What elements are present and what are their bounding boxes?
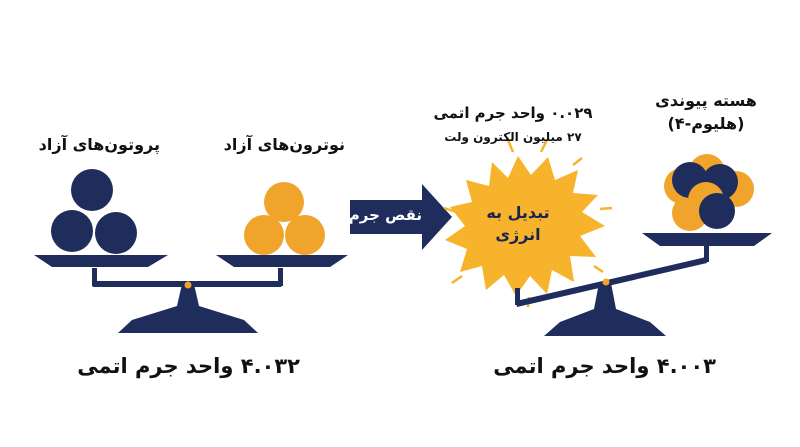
right-scale-base [544,283,666,336]
left-scale-pivot [184,281,192,289]
right-mass-value: ۴.۰۰۳ واحد جرم اتمی [493,354,716,378]
burst-shape [445,156,605,296]
burst-ray [599,206,613,211]
right-balance-scale [515,233,772,336]
left-scale-hanger-right [278,268,283,286]
neutron-ball [264,182,304,222]
proton-ball [71,169,113,211]
burst-text-line-1: تبدیل به [486,203,550,222]
nucleus-label-line-2: (هلیوم-۴) [667,114,745,133]
neutron-ball [244,215,284,255]
neutron-ball [285,215,325,255]
left-balance-scale [34,255,348,333]
energy-value: ۲۷ میلیون الکترون ولت [444,130,582,144]
left-scale-hanger-left [92,268,97,286]
left-mass-value: ۴.۰۳۲ واحد جرم اتمی [77,354,300,378]
left-scale-base [118,284,258,333]
burst-text-line-2: انرژی [495,225,541,244]
burst-ray [572,157,583,166]
mass-defect-arrow [350,184,452,250]
proton-ball [51,210,93,252]
burst-ray [593,264,604,274]
mass-defect-value: ۰.۰۲۹ واحد جرم اتمی [433,104,593,122]
burst-ray [443,206,457,214]
mass-defect-arrow-label: نقص جرم [348,206,422,224]
nucleon-proton [699,193,735,229]
burst-ray [506,139,515,153]
burst-ray [451,274,463,285]
right-scale-hanger-right [704,243,709,262]
right-scale-pivot [602,278,610,286]
energy-burst [443,139,613,308]
free-neutrons-label: نوترون‌های آزاد [223,135,345,154]
free-protons-label: پروتون‌های آزاد [38,135,160,154]
helium-nucleus [664,154,754,231]
right-pan-nucleus [642,233,772,246]
proton-ball [95,212,137,254]
left-pan-neutrons [216,255,348,267]
burst-ray [539,139,549,153]
left-pan-protons [34,255,168,267]
right-scale-hanger-left [515,288,520,305]
free-neutrons [244,182,325,255]
nucleus-label-line-1: هسته پیوندی [655,91,757,110]
right-scale-beam [516,257,707,307]
free-protons [51,169,137,254]
